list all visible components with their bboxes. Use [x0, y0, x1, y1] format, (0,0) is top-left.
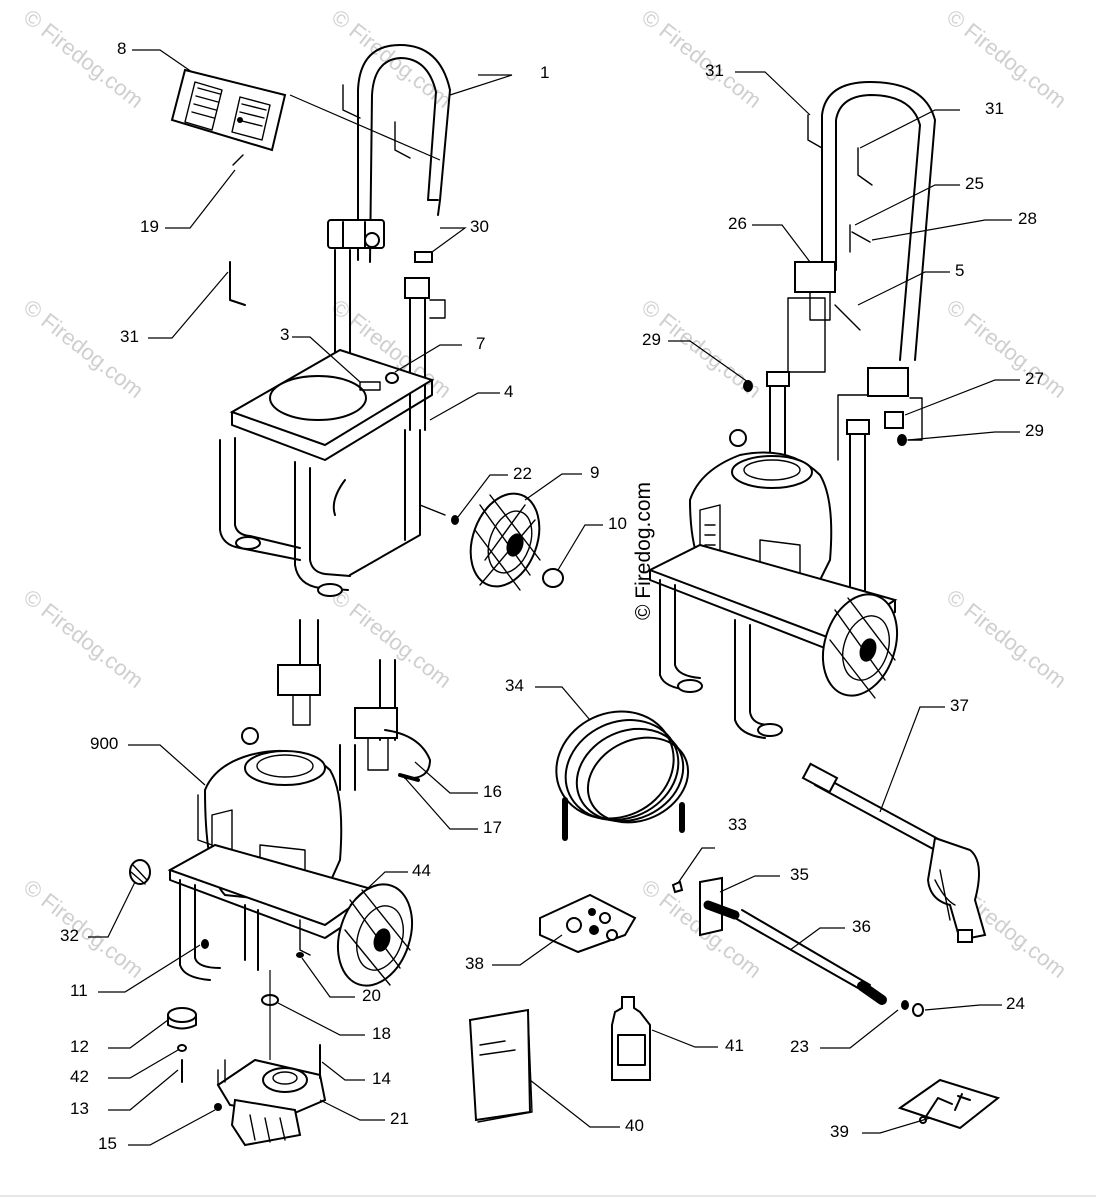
part-23-o-ring — [901, 1000, 909, 1010]
callout-38: 38 — [465, 954, 484, 973]
callout-39: 39 — [830, 1122, 849, 1141]
part-38-kit — [539, 893, 637, 954]
callout-21: 21 — [390, 1109, 409, 1128]
handle-tube — [357, 44, 451, 261]
part-24-nozzle — [912, 1003, 924, 1017]
callout-10: 10 — [608, 514, 627, 533]
watermark: © Firedog.com — [942, 584, 1071, 693]
callout-30: 30 — [470, 217, 489, 236]
callout-26: 26 — [728, 214, 747, 233]
assembled-unit — [647, 81, 936, 739]
callout-900: 900 — [90, 734, 118, 753]
clamp-27 — [867, 367, 909, 397]
part-33-o-ring — [671, 880, 684, 894]
pump-engine-assembly — [167, 619, 431, 987]
callout-34: 34 — [505, 676, 524, 695]
callout-labels: 1 3 4 5 7 8 9 10 11 12 13 14 15 16 17 18… — [60, 39, 1044, 1153]
callout-4: 4 — [504, 382, 513, 401]
part-37-spray-gun — [801, 762, 987, 943]
callout-18: 18 — [372, 1024, 391, 1043]
part-19-screw — [232, 154, 244, 166]
callout-29-lower: 29 — [1025, 421, 1044, 440]
part-7-grommet — [385, 372, 399, 384]
watermark: © Firedog.com — [19, 874, 148, 983]
callout-35: 35 — [790, 865, 809, 884]
callout-17: 17 — [483, 818, 502, 837]
callout-31-right: 31 — [985, 99, 1004, 118]
callout-12: 12 — [70, 1037, 89, 1056]
part-31-pin — [229, 261, 246, 306]
watermarks: © Firedog.com © Firedog.com © Firedog.co… — [19, 4, 1071, 983]
callout-37: 37 — [950, 696, 969, 715]
callout-44: 44 — [412, 861, 431, 880]
callout-1: 1 — [540, 63, 549, 82]
callout-20: 20 — [362, 986, 381, 1005]
callout-33: 33 — [728, 815, 747, 834]
callout-23: 23 — [790, 1037, 809, 1056]
frame-assembly — [219, 44, 451, 597]
callout-31-top: 31 — [705, 61, 724, 80]
part-41-oil-bottle — [611, 996, 651, 1081]
part-34-hose — [555, 710, 690, 841]
part-20-washer — [296, 952, 304, 958]
callout-29-upper: 29 — [642, 330, 661, 349]
watermark: © Firedog.com — [19, 584, 148, 693]
callout-14: 14 — [372, 1069, 391, 1088]
callout-16: 16 — [483, 782, 502, 801]
part-40-manual — [468, 1008, 533, 1123]
callout-11: 11 — [70, 981, 88, 1000]
callout-3: 3 — [280, 325, 289, 344]
callout-24: 24 — [1006, 994, 1025, 1013]
watermark: © Firedog.com — [327, 584, 456, 693]
callout-22: 22 — [513, 464, 532, 483]
callout-31-left: 31 — [120, 327, 139, 346]
leader-lines — [88, 49, 1020, 1146]
callout-7: 7 — [476, 334, 485, 353]
callout-36: 36 — [852, 917, 871, 936]
part-8-decal-plate — [170, 68, 287, 152]
part-29-washer-lower — [897, 434, 907, 446]
callout-5: 5 — [955, 261, 964, 280]
callout-27: 27 — [1025, 369, 1044, 388]
callout-8: 8 — [117, 39, 126, 58]
watermark: © Firedog.com — [19, 294, 148, 403]
callout-15: 15 — [98, 1134, 117, 1153]
part-30-cap — [414, 251, 433, 263]
callout-32: 32 — [60, 926, 79, 945]
callout-19: 19 — [140, 217, 159, 236]
part-39-tool-kit — [897, 1078, 1001, 1130]
clamp-26 — [794, 261, 836, 293]
part-42-washer — [177, 1044, 187, 1052]
watermark: © Firedog.com — [942, 294, 1071, 403]
part-21-pump — [216, 1058, 327, 1147]
part-36-wand — [734, 917, 866, 993]
plate-opening — [269, 375, 367, 421]
part-29-washer-upper — [743, 380, 753, 392]
part-10-hub-cap — [542, 568, 564, 588]
part-12-foot — [167, 1007, 197, 1023]
part-9-wheel — [469, 492, 541, 591]
callout-40: 40 — [625, 1116, 644, 1135]
callout-42: 42 — [70, 1067, 89, 1086]
callout-41: 41 — [725, 1036, 744, 1055]
part-22-washer — [451, 515, 459, 525]
watermark: © Firedog.com — [327, 4, 456, 113]
callout-13: 13 — [70, 1099, 89, 1118]
watermark: © Firedog.com — [942, 4, 1071, 113]
part-15-nut — [214, 1103, 222, 1111]
part-11-nut — [201, 939, 209, 949]
watermark: © Firedog.com — [19, 4, 148, 113]
center-watermark: © Firedog.com — [632, 482, 655, 620]
callout-9: 9 — [590, 463, 599, 482]
callout-28: 28 — [1018, 209, 1037, 228]
watermark: © Firedog.com — [637, 4, 766, 113]
callout-25: 25 — [965, 174, 984, 193]
